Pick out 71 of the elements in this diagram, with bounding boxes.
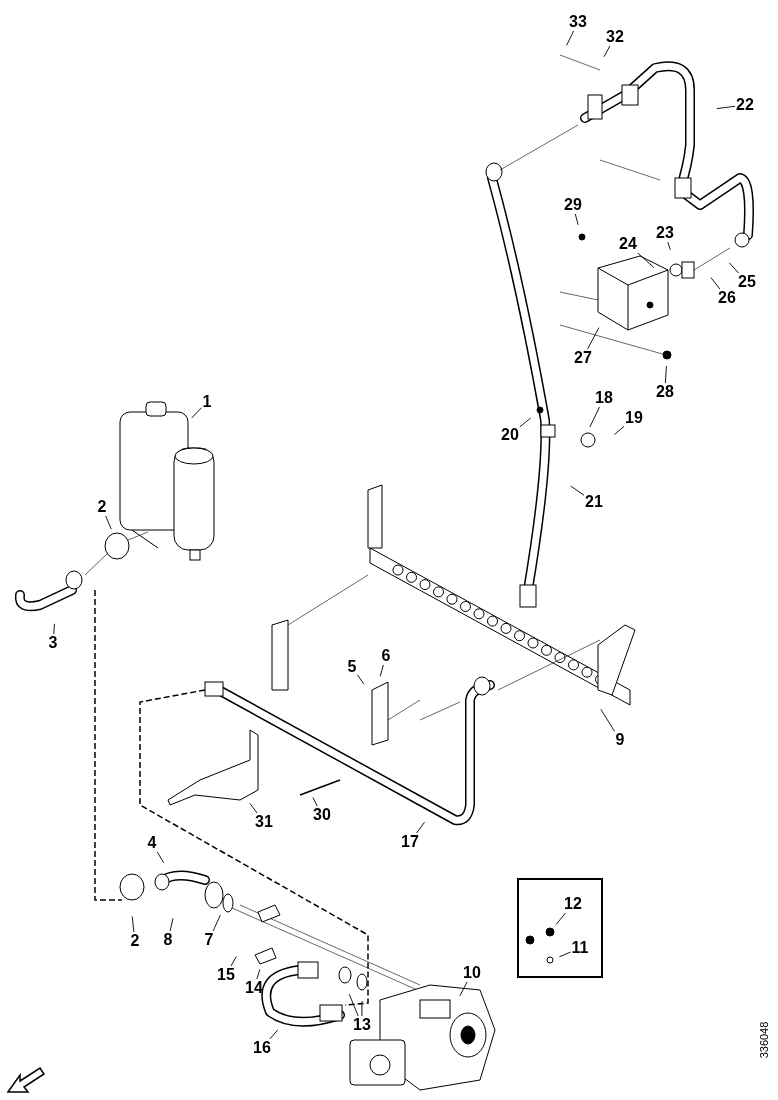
leader-line: [416, 821, 426, 834]
callout-number: 14: [244, 979, 264, 997]
leader-line: [637, 252, 655, 269]
leader-line: [587, 327, 600, 350]
callout-number: 32: [605, 28, 625, 46]
leader-line: [570, 485, 585, 496]
leader-line: [269, 1029, 279, 1040]
callout-number: 23: [655, 224, 675, 242]
callout-number: 27: [573, 349, 593, 367]
callout-number: 7: [203, 931, 215, 949]
leader-line: [249, 802, 258, 814]
leader-line: [348, 993, 359, 1017]
leader-line: [716, 105, 736, 110]
leader-line: [361, 1000, 363, 1017]
callout-number: 6: [380, 647, 392, 665]
callout-number: 10: [462, 964, 482, 982]
callout-number: 15: [216, 966, 236, 984]
leader-line: [558, 951, 571, 958]
callout-number: 25: [737, 273, 757, 291]
leader-line: [230, 955, 237, 967]
callout-number: 30: [312, 806, 332, 824]
leader-line: [256, 968, 261, 980]
leader-line: [664, 365, 667, 384]
leader-line: [105, 515, 112, 530]
leader-line: [600, 708, 615, 732]
callout-number: 21: [584, 493, 604, 511]
leader-line: [589, 406, 600, 428]
leader-line: [131, 915, 135, 933]
leader-line: [156, 851, 165, 864]
callout-number: 18: [594, 389, 614, 407]
callout-number: 20: [500, 426, 520, 444]
callout-number: 17: [400, 833, 420, 851]
callout-number: 1: [201, 393, 213, 411]
inset-frame: [517, 878, 603, 978]
callout-number: 22: [735, 96, 755, 114]
leader-line: [667, 241, 671, 251]
leader-line: [169, 917, 174, 932]
leader-line: [379, 664, 384, 677]
leader-line: [555, 912, 566, 925]
callout-number: 3: [47, 634, 59, 652]
callout-number: 16: [252, 1039, 272, 1057]
leader-line: [710, 277, 721, 290]
callout-number: 28: [655, 383, 675, 401]
callout-number: 4: [146, 834, 158, 852]
leader-line: [312, 797, 318, 807]
callout-number: 5: [346, 658, 358, 676]
callout-number: 12: [563, 895, 583, 913]
leader-line: [212, 914, 221, 932]
leader-line: [519, 417, 532, 428]
callout-number: 13: [352, 1016, 372, 1034]
callout-number: 29: [563, 196, 583, 214]
leader-line: [191, 407, 202, 419]
callout-number: 24: [618, 235, 638, 253]
leader-line: [356, 674, 365, 685]
leader-line: [53, 623, 55, 635]
leader-line: [613, 425, 625, 436]
leader-line: [574, 213, 579, 226]
callout-number: 33: [568, 13, 588, 31]
callout-number: 31: [254, 813, 274, 831]
leader-line: [459, 981, 468, 997]
drawing-number: 336048: [757, 1021, 770, 1059]
callout-number: 26: [717, 289, 737, 307]
callout-number: 19: [624, 409, 644, 427]
callout-number: 2: [96, 498, 108, 516]
callout-number: 8: [162, 931, 174, 949]
leader-line: [728, 262, 740, 274]
callout-number: 11: [570, 939, 590, 957]
leader-line: [566, 30, 575, 46]
leader-line: [603, 45, 611, 58]
callout-number: 9: [614, 731, 626, 749]
callout-number: 2: [129, 932, 141, 950]
